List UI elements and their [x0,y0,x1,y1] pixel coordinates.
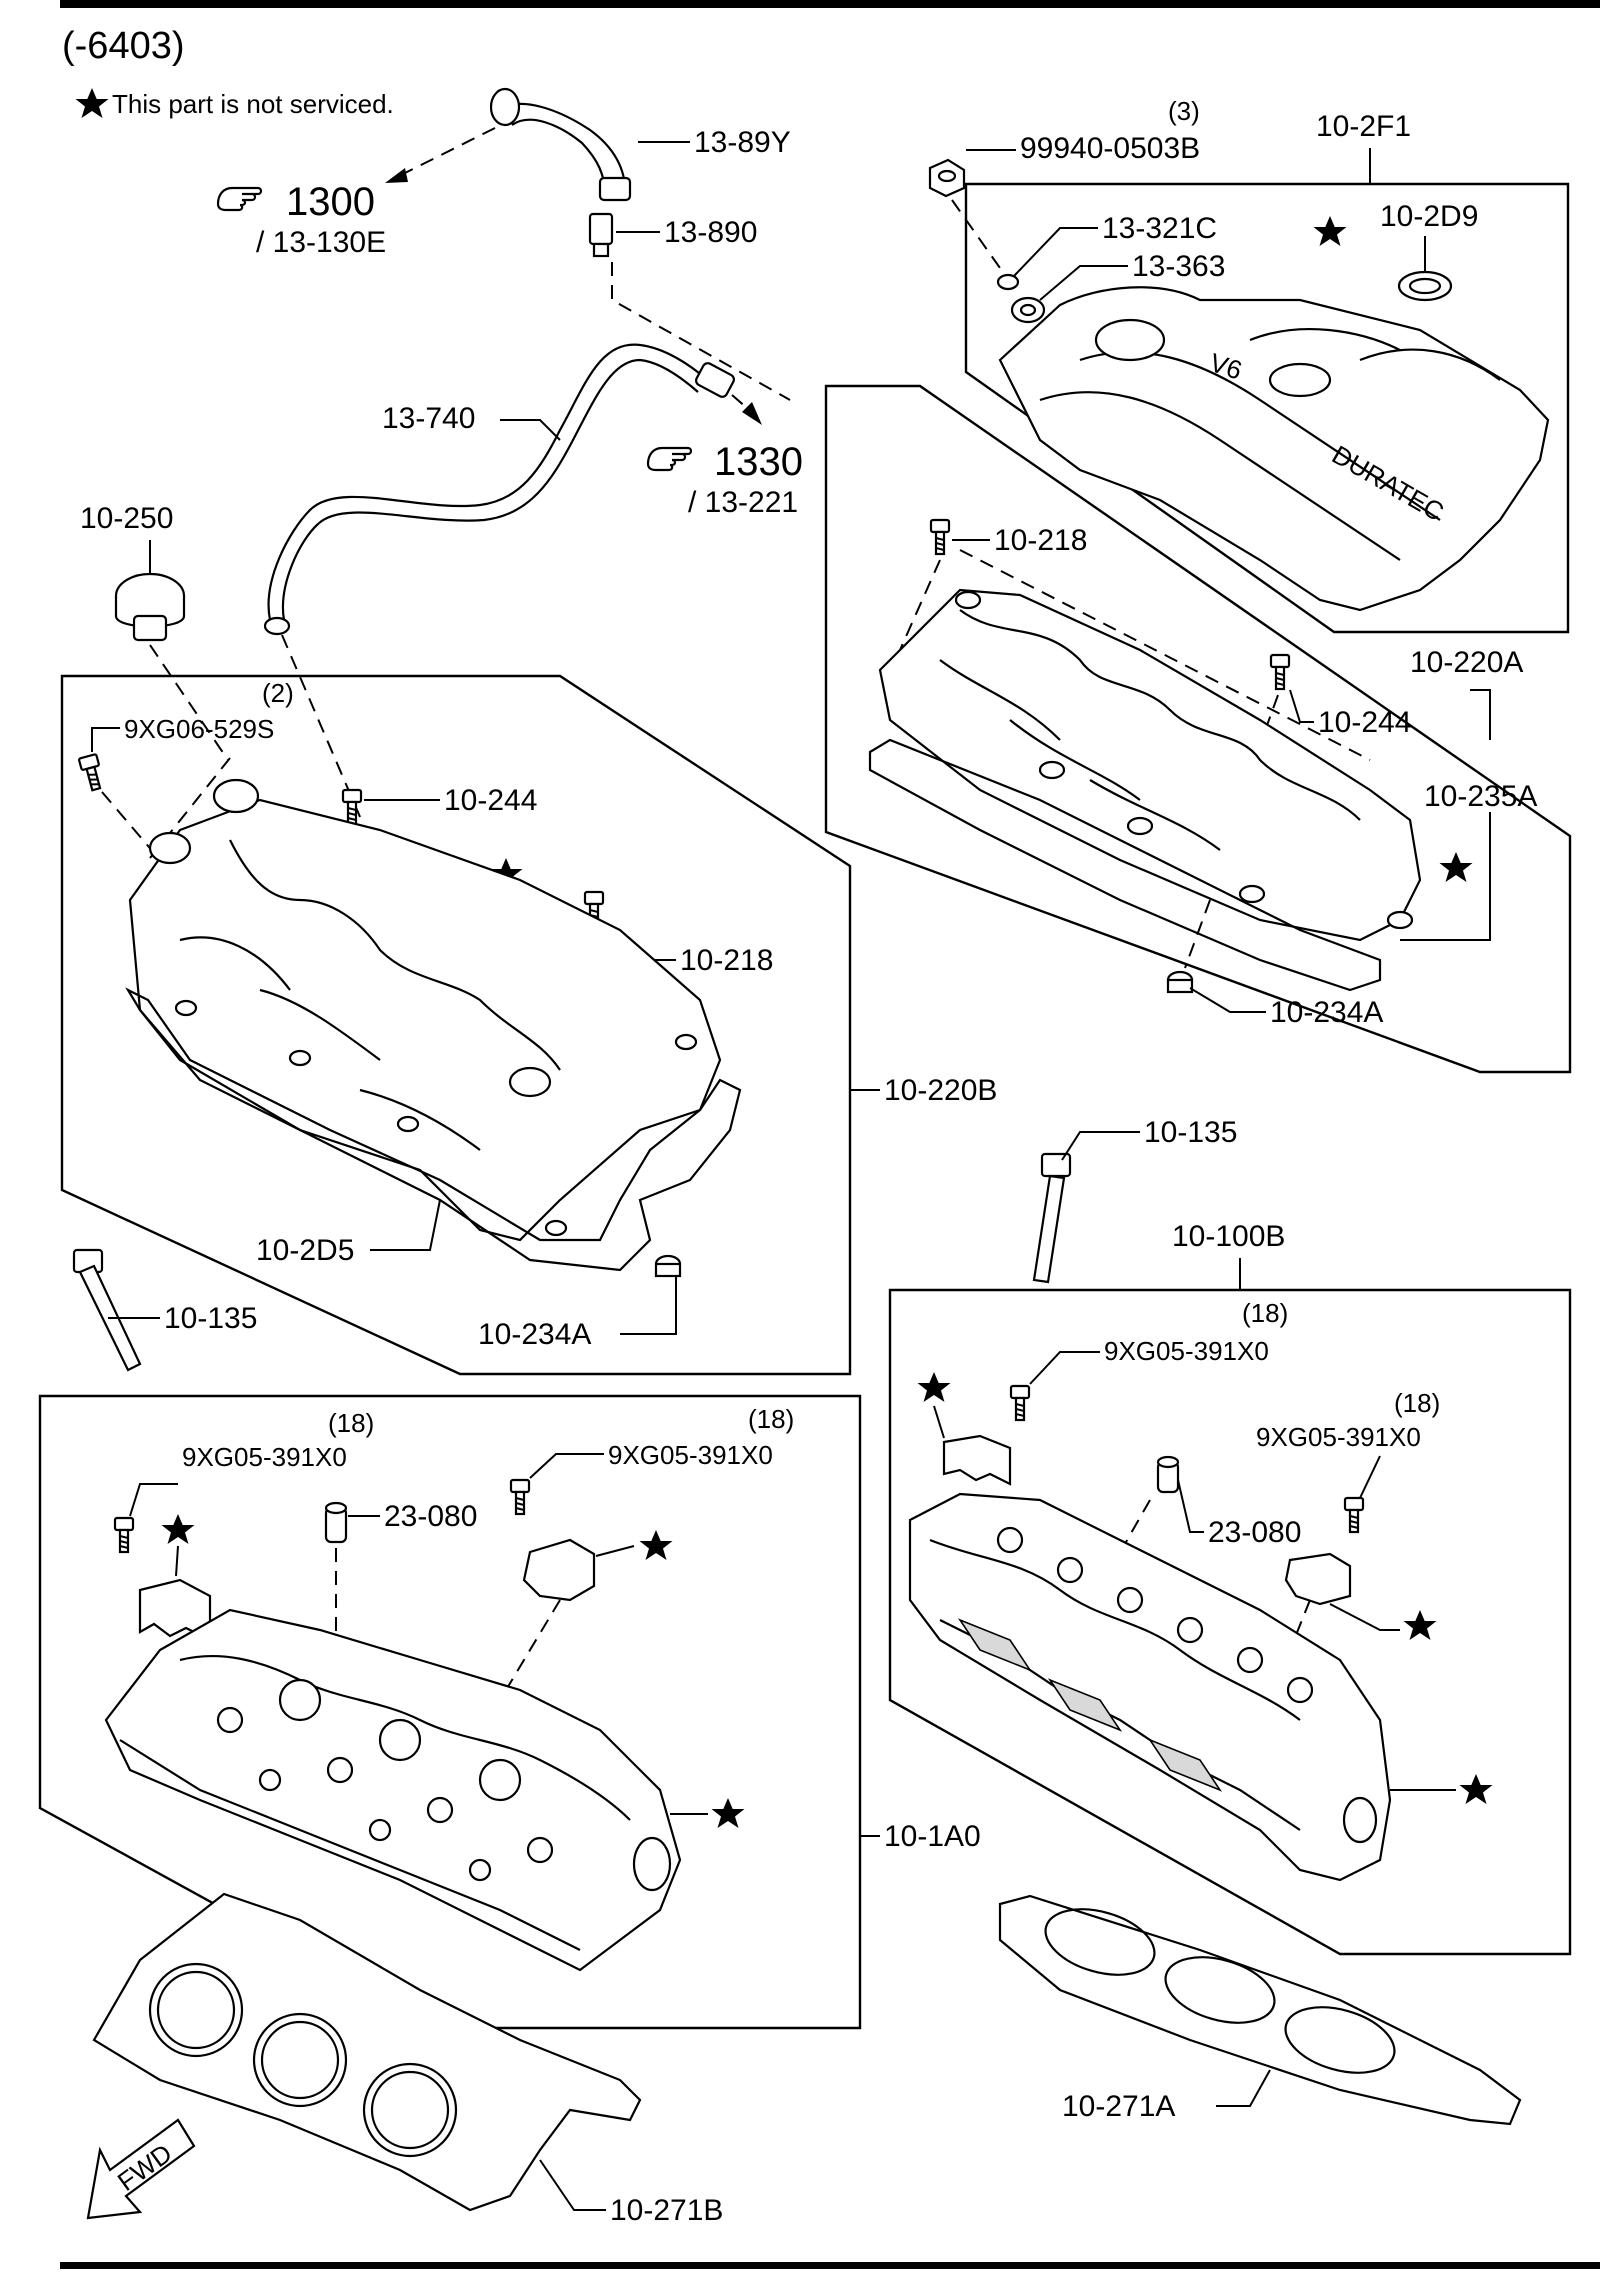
label-23-080-left: 23-080 [384,1500,477,1533]
label-13-89Y: 13-89Y [694,126,791,159]
label-10-100B: 10-100B [1172,1220,1285,1253]
label-99940: 99940-0503B [1020,132,1200,165]
label-10-235A: 10-235A [1424,780,1537,813]
range-code: (-6403) [62,25,185,67]
label-9XG05-d-qty: (18) [748,1404,794,1434]
label-10-271B: 10-271B [610,2194,723,2227]
label-10-218-left: 10-218 [680,944,773,977]
label-10-2D5: 10-2D5 [256,1234,354,1267]
label-10-2F1: 10-2F1 [1316,110,1411,143]
bearing-cap-right-2 [1284,1552,1352,1606]
label-10-234A-left: 10-234A [478,1318,591,1351]
star-icon [1313,216,1347,246]
top-rule [60,0,1600,8]
right-cylinder-head-frame [888,1288,1572,1956]
label-99940-qty: (3) [1168,96,1200,126]
left-valve-cover [128,778,722,1242]
gasket-10-2D5 [125,987,742,1272]
head-gasket-10-271B [92,1892,642,2212]
ref-1330-number: 1330 [714,440,803,484]
oil-filler-cap-10-250 [114,572,186,642]
connector-13-890 [588,212,614,258]
label-9XG05-c: 9XG05-391X0 [182,1442,347,1472]
label-10-135-right: 10-135 [1144,1116,1237,1149]
right-cylinder-head [908,1492,1392,1882]
bolt-9XG05-c [113,1516,135,1554]
label-9XG06-qty: (2) [262,678,294,708]
bearing-cap-right-1 [942,1434,1012,1486]
label-10-271A: 10-271A [1062,2090,1175,2123]
gasket-10-235A [868,738,1382,992]
not-serviced-note: This part is not serviced. [112,89,394,119]
bolt-10-135-right [1032,1152,1072,1284]
right-valve-cover-frame [824,384,1572,1074]
label-9XG05-b-qty: (18) [1394,1388,1440,1418]
label-13-321C: 13-321C [1102,212,1217,245]
ref-1330-sub: / 13-221 [688,486,798,519]
label-10-1A0: 10-1A0 [884,1820,981,1853]
right-valve-cover [878,588,1422,942]
bolt-9XG05-d [509,1478,531,1516]
left-valve-cover-frame [60,674,852,1376]
star-icon [711,1798,745,1828]
left-cylinder-head [104,1608,682,1972]
dowel-23-080-right [1156,1455,1180,1494]
label-10-220A: 10-220A [1410,646,1523,679]
ref-1300-sub: / 13-130E [256,226,386,259]
seal-10-234A-left [654,1254,682,1278]
label-10-250: 10-250 [80,502,173,535]
engine-cover: V6 DURATEC [998,286,1550,612]
bearing-cap-left-1 [138,1578,212,1642]
star-icon [1439,852,1473,882]
head-gasket-10-271A [998,1894,1522,2126]
bolt-10-244-left [341,788,363,826]
ref-1300-number: 1300 [286,180,375,224]
pointing-hand-icon [646,446,693,472]
label-10-220B: 10-220B [884,1074,997,1107]
fwd-arrow-icon: FWD [86,2118,196,2220]
pointing-hand-icon [216,186,263,212]
insulator-13-363 [1010,296,1046,324]
star-icon [75,88,109,118]
star-icon [161,1514,195,1544]
bolt-9XG06 [77,752,107,793]
label-9XG05-c-qty: (18) [328,1408,374,1438]
hose-13-740 [263,343,735,636]
hose-13-89Y [489,87,632,202]
bolt-10-218-right [929,518,951,556]
star-icon [917,1372,951,1402]
bolt-9XG05-b [1343,1496,1365,1534]
label-10-135-left: 10-135 [164,1302,257,1335]
label-10-218-right: 10-218 [994,524,1087,557]
label-9XG05-d: 9XG05-391X0 [608,1440,773,1470]
bolt-10-135-left [72,1248,142,1372]
label-10-244-right: 10-244 [1318,706,1411,739]
label-13-890: 13-890 [664,216,757,249]
label-13-363: 13-363 [1132,250,1225,283]
engine-cover-frame [964,182,1570,634]
dowel-23-080-left [324,1501,348,1544]
label-9XG05-b: 9XG05-391X0 [1256,1422,1421,1452]
nut-99940 [928,158,966,198]
label-9XG05-a: 9XG05-391X0 [1104,1336,1269,1366]
bottom-rule [60,2262,1600,2269]
label-13-740: 13-740 [382,402,475,435]
label-10-2D9: 10-2D9 [1380,200,1478,233]
grommet-13-321C [996,273,1020,291]
star-icon [639,1530,673,1560]
seal-10-2D9 [1397,270,1453,302]
label-10-244-left: 10-244 [444,784,537,817]
star-icon [1403,1610,1437,1640]
seal-10-234A-right [1166,970,1194,994]
bolt-9XG05-a [1009,1384,1031,1422]
star-icon [1459,1774,1493,1804]
label-9XG05-a-qty: (18) [1242,1298,1288,1328]
label-23-080-right: 23-080 [1208,1516,1301,1549]
bearing-cap-left-2 [522,1538,596,1602]
bolt-10-244-right [1269,653,1291,691]
left-cylinder-head-frame [38,1394,862,2030]
label-10-234A-right: 10-234A [1270,996,1383,1029]
label-9XG06: 9XG06-529S [124,714,274,744]
